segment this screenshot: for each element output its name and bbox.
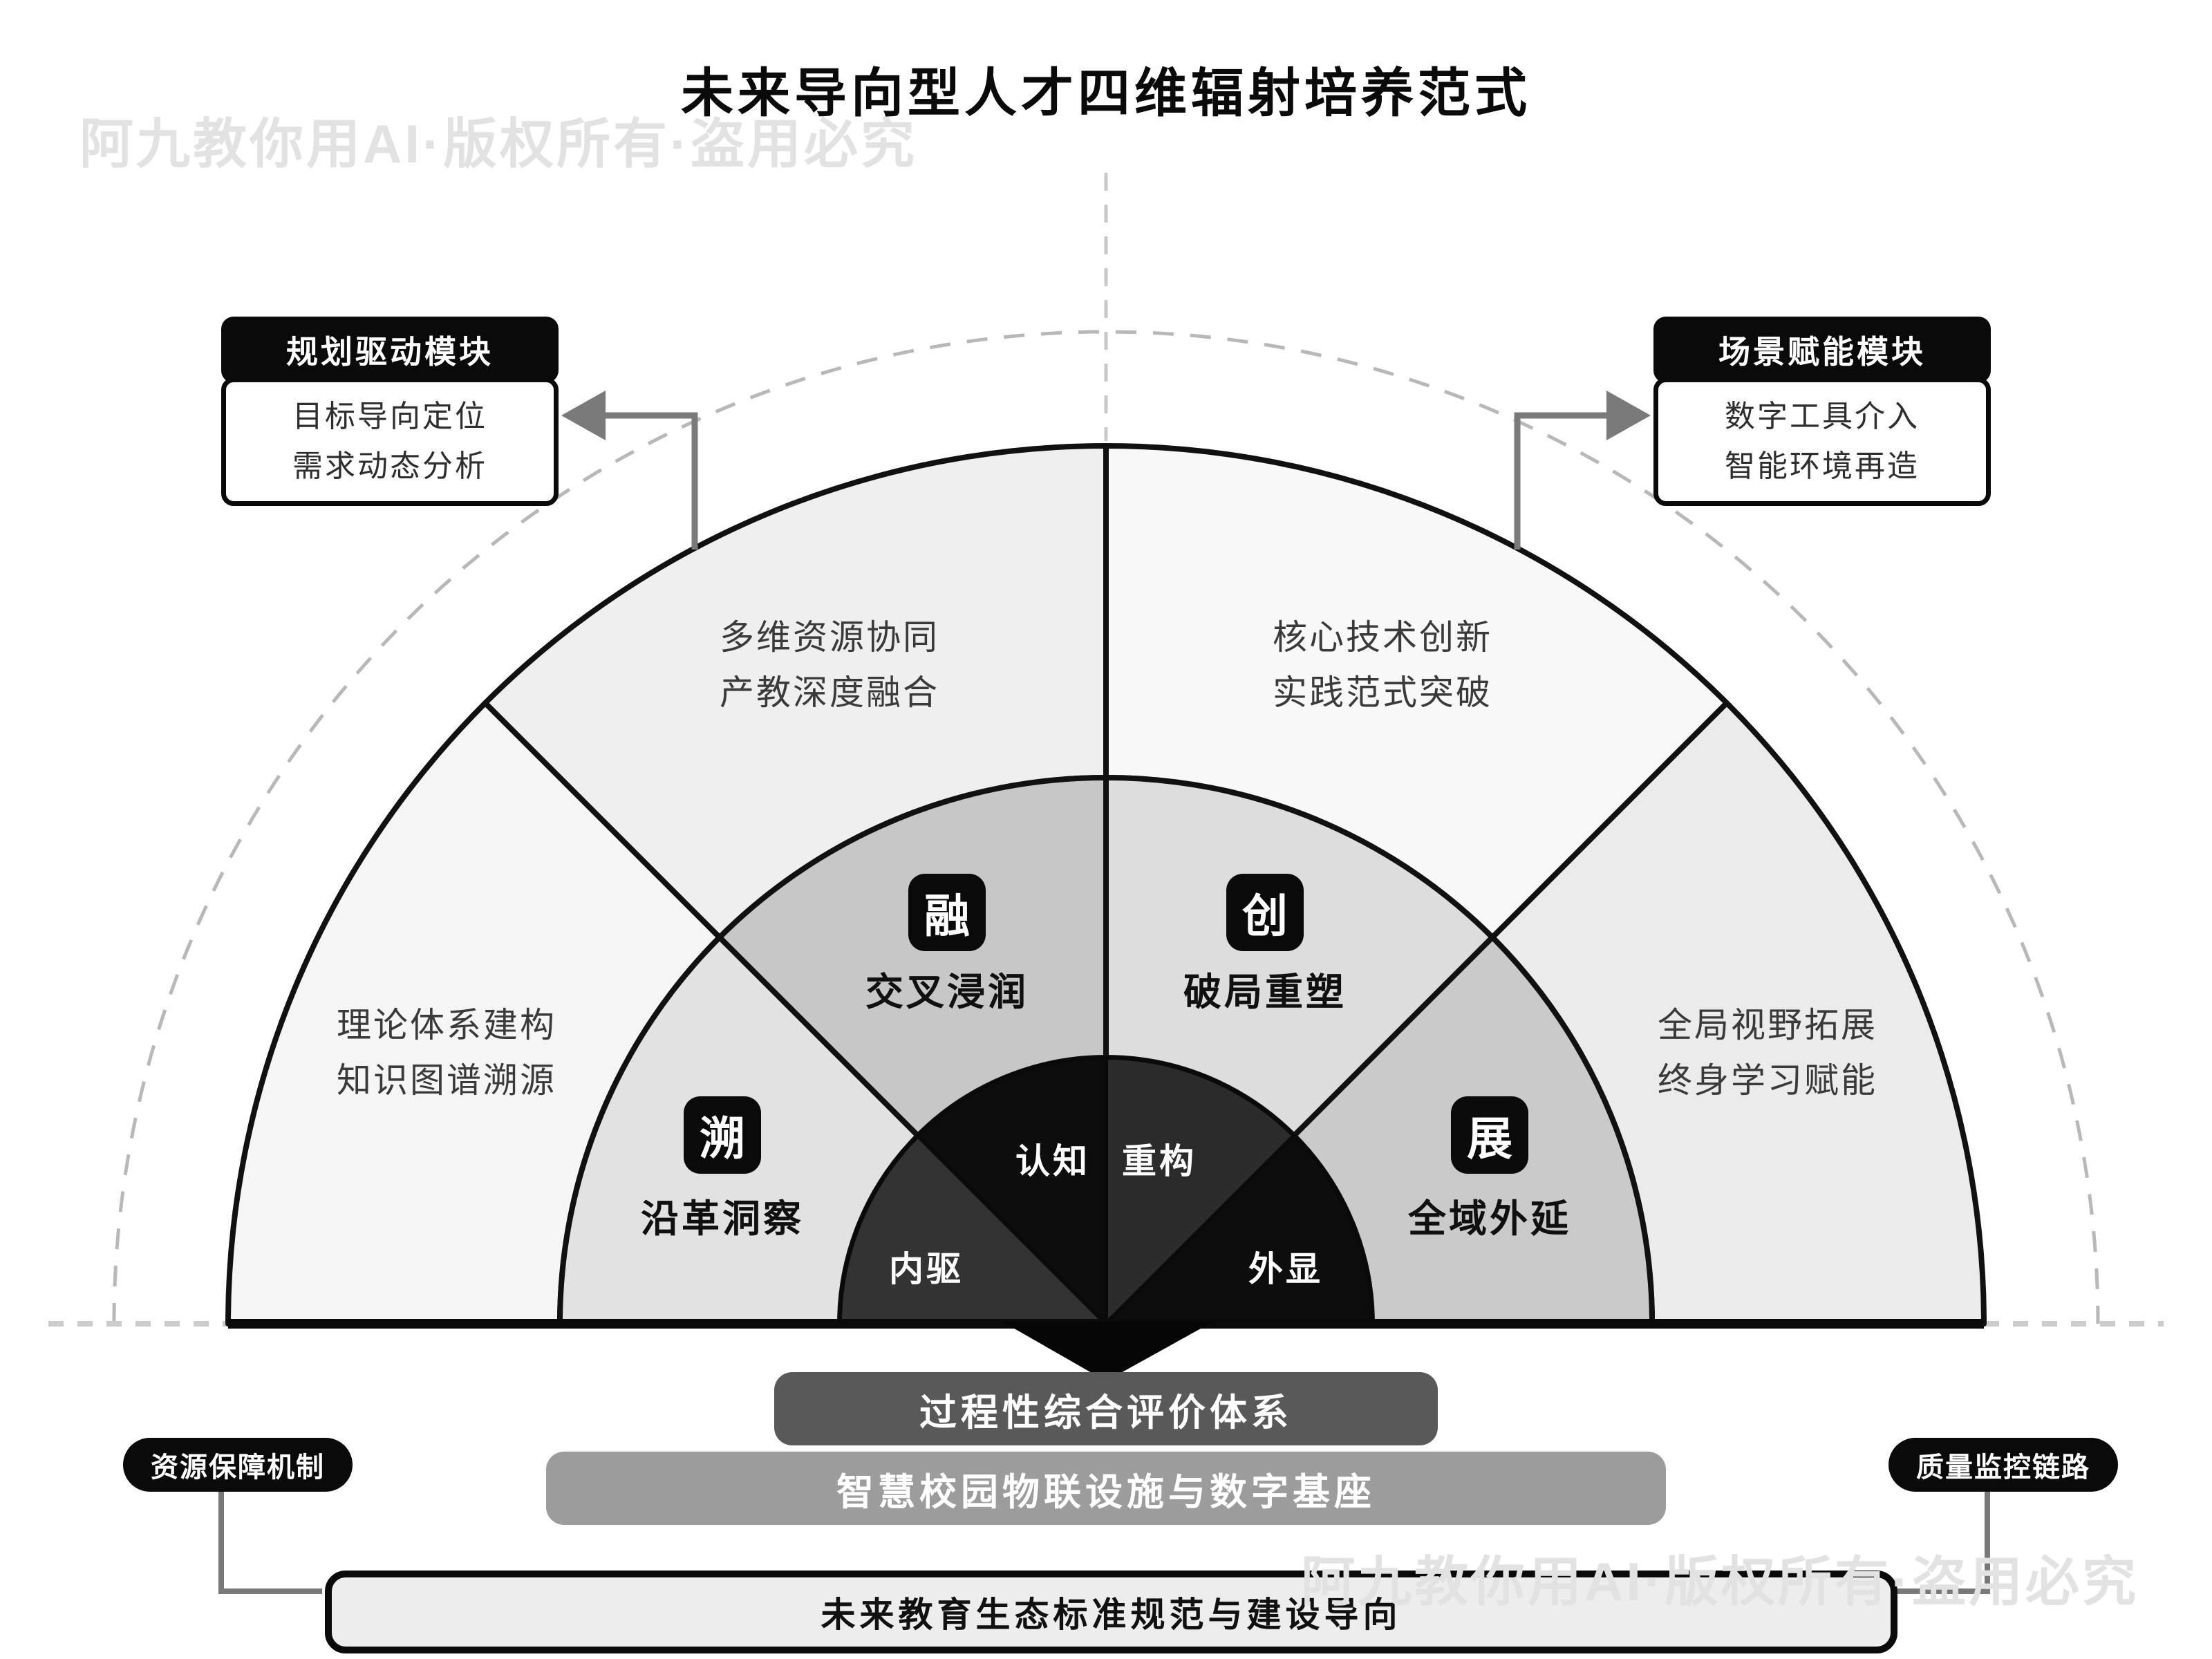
- inner-label-neiqu: 内驱: [889, 1250, 964, 1288]
- callout-right-line2: 智能环境再造: [1725, 449, 1920, 483]
- outer-text-theory: 理论体系建构 知识图谱溯源: [337, 997, 556, 1108]
- connector-left-line: [588, 412, 698, 550]
- inner-sector-renzhi: [915, 1055, 1108, 1329]
- watermark-bottom: 阿九教你用AI·版权所有·盗用必究: [1301, 1551, 2139, 1612]
- outer-text-resource-line2: 产教深度融合: [720, 673, 939, 712]
- watermark-top: 阿九教你用AI·版权所有·盗用必究: [79, 113, 917, 174]
- outer-text-theory-line2: 知识图谱溯源: [337, 1061, 556, 1100]
- outer-text-technology-line2: 实践范式突破: [1273, 673, 1492, 712]
- pill-quality-monitoring: 质量监控链路: [1888, 1438, 2118, 1492]
- badge-chuang-icon: 创: [1226, 874, 1304, 951]
- inner-sector-waixian: [1100, 1132, 1375, 1326]
- outer-text-resource: 多维资源协同 产教深度融合: [720, 610, 939, 720]
- callout-scene-module: 场景赋能模块 数字工具介入 智能环境再造: [1653, 317, 1991, 506]
- outer-text-vision-line2: 终身学习赋能: [1658, 1061, 1877, 1100]
- badge-su-label: 沿革洞察: [640, 1197, 805, 1240]
- connector-right-line: [1514, 412, 1624, 550]
- badge-zhan-label: 全域外延: [1407, 1197, 1572, 1240]
- callout-planning-module: 规划驱动模块 目标导向定位 需求动态分析: [221, 317, 559, 506]
- page-title: 未来导向型人才四维辐射培养范式: [681, 64, 1531, 123]
- outer-text-theory-line1: 理论体系建构: [337, 1006, 556, 1044]
- badge-rong-label: 交叉浸润: [865, 971, 1029, 1013]
- outer-text-resource-line1: 多维资源协同: [720, 618, 939, 657]
- callout-left-line2: 需求动态分析: [292, 449, 487, 483]
- inner-label-chonggou: 重构: [1122, 1142, 1197, 1181]
- badge-chuang-label: 破局重塑: [1183, 971, 1347, 1013]
- outer-text-vision-line1: 全局视野拓展: [1658, 1006, 1877, 1044]
- badge-zhan-icon: 展: [1451, 1096, 1528, 1174]
- down-arrow: [1002, 1322, 1213, 1381]
- dashed-guide-arc: [112, 330, 2100, 1324]
- connector-pill-right: [1886, 1492, 1990, 1594]
- bar-evaluation-system: 过程性综合评价体系: [774, 1372, 1438, 1445]
- badge-su-icon: 溯: [684, 1096, 761, 1174]
- inner-label-renzhi: 认知: [1015, 1142, 1090, 1181]
- connector-pill-left: [218, 1492, 322, 1594]
- outer-text-technology-line1: 核心技术创新: [1273, 618, 1492, 657]
- inner-label-waixian: 外显: [1248, 1250, 1323, 1288]
- callout-left-body: 目标导向定位 需求动态分析: [221, 377, 559, 506]
- arrow-left-icon: [561, 391, 606, 440]
- callout-right-line1: 数字工具介入: [1725, 400, 1920, 433]
- callout-right-body: 数字工具介入 智能环境再造: [1653, 377, 1991, 506]
- outer-text-vision: 全局视野拓展 终身学习赋能: [1658, 997, 1877, 1108]
- outer-text-technology: 核心技术创新 实践范式突破: [1273, 610, 1492, 720]
- inner-sector-chonggou: [1104, 1055, 1297, 1329]
- badge-rong-icon: 融: [908, 874, 986, 951]
- bar-education-standard: 未来教育生态标准规范与建设导向: [325, 1571, 1897, 1653]
- callout-left-line1: 目标导向定位: [292, 400, 487, 433]
- bar-smart-campus: 智慧校园物联设施与数字基座: [546, 1452, 1666, 1525]
- arrow-right-icon: [1606, 391, 1651, 440]
- inner-sector-neiqu: [837, 1132, 1112, 1326]
- pill-resource-guarantee: 资源保障机制: [123, 1438, 353, 1492]
- callout-right-header: 场景赋能模块: [1653, 317, 1991, 383]
- callout-left-header: 规划驱动模块: [221, 317, 559, 383]
